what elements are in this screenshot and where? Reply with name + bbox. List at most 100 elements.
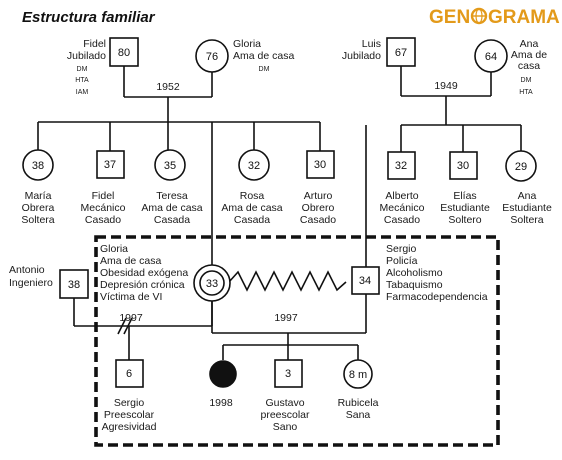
person-line: Casada [154,214,190,226]
person-line: Arturo [304,190,333,202]
person-sergio-jr: 6 Sergio Preescolar Agresividad [102,359,157,433]
person-antonio: 38 Antonio Ingeniero [9,264,89,299]
male-symbol [306,150,335,179]
person-line: Rubicela [338,397,379,409]
person-ana-jr: 29 Ana Estudiante Soltera [502,150,552,226]
age-label: 35 [164,160,176,172]
death-year: 1998 [209,397,233,409]
person-line: Depresión crónica [100,279,185,291]
person-line: Ana [518,190,537,202]
female-symbol [154,149,186,181]
condition-label: DM [521,77,532,84]
age-label: 3 [285,368,291,380]
person-line: Preescolar [104,409,155,421]
person-maria: 38 María Obrera Soltera [21,149,55,226]
male-symbol [109,37,139,67]
person-rubicela: 8 m Rubicela Sana [338,359,379,421]
person-occupation: Jubilado [67,50,106,62]
person-line: Sergio [114,397,145,409]
person-line: Casado [300,214,336,226]
person-line: Alcoholismo [386,267,443,279]
person-line: Ama de casa [141,202,202,214]
male-symbol [115,359,144,388]
person-line: Estudiante [440,202,490,214]
age-label: 32 [395,160,407,172]
union-year-fidel-gloria: 1952 [156,81,180,93]
person-line: Mecánico [380,202,425,214]
person-name: Antonio [9,264,45,276]
person-elias: 30 Elías Estudiante Soltero [440,151,490,226]
condition-label: IAM [76,89,89,96]
union-year-antonio-gloria: 1997 [119,312,143,324]
person-sergio-sr: 34 Sergio Policía Alcoholismo Tabaquismo… [351,243,488,303]
age-label: 80 [118,47,130,59]
age-label: 8 m [349,369,367,381]
person-fidel-jr: 37 Fidel Mecánico Casado [81,150,126,226]
person-line: María [25,190,52,202]
person-line: Casado [384,214,420,226]
person-line: Sergio [386,243,417,255]
person-line: Casada [234,214,270,226]
logo-text-right: GRAMA [488,7,560,28]
age-label: 32 [248,160,260,172]
condition-label: DM [77,66,88,73]
age-label: 34 [359,275,371,287]
person-name: Ana [520,38,539,50]
male-symbol [96,150,125,179]
condition-label: DM [259,66,270,73]
age-label: 30 [457,160,469,172]
person-fidel-sr: 80 Fidel Jubilado DM HTA IAM [67,37,139,96]
age-label: 76 [206,51,218,63]
person-line: Tabaquismo [386,279,443,291]
male-symbol [387,151,416,180]
person-occupation: casa [518,60,540,72]
person-line: Gustavo [265,397,304,409]
person-line: Obrero [302,202,335,214]
age-label: 33 [206,278,218,290]
person-line: Rosa [240,190,265,202]
age-label: 29 [515,161,527,173]
union-year-gloria-sergio: 1997 [274,312,298,324]
person-line: Sana [346,409,371,421]
age-label: 30 [314,159,326,171]
person-line: Soltera [21,214,54,226]
person-line: Sano [273,421,298,433]
female-symbol [195,39,229,73]
person-name: Fidel [83,38,106,50]
age-label: 37 [104,159,116,171]
age-label: 64 [485,51,497,63]
person-rosa: 32 Rosa Ama de casa Casada [221,149,283,226]
person-occupation: Ama de [511,49,547,61]
male-symbol [449,151,478,180]
person-occupation: Jubilado [342,50,381,62]
person-line: preescolar [260,409,310,421]
person-name: Gloria [233,38,261,50]
male-symbol [386,37,416,67]
person-luis: 67 Luis Jubilado [342,37,416,67]
person-gustavo: 3 Gustavo preescolar Sano [260,359,310,433]
person-alberto: 32 Alberto Mecánico Casado [380,151,425,226]
union-year-luis-ana: 1949 [434,80,458,92]
genograma-logo: GEN GRAMA [429,7,560,28]
person-line: Fidel [92,190,115,202]
person-line: Soltero [448,214,481,226]
person-line: Policía [386,255,418,267]
person-line: Elías [453,190,476,202]
person-occupation: Ingeniero [9,277,53,289]
age-label: 6 [126,368,132,380]
diagram-title: Estructura familiar [22,9,156,26]
relationship-lines [37,66,522,360]
person-line: Ama de casa [221,202,282,214]
male-symbol [351,266,380,295]
person-gloria-sr: 76 Gloria Ama de casa DM [195,38,294,73]
person-gloria-jr: 33 Gloria Ama de casa Obesidad exógena D… [100,243,231,303]
person-arturo: 30 Arturo Obrero Casado [300,150,336,226]
person-line: Farmacodependencia [386,291,488,303]
person-occupation: Ama de casa [233,50,294,62]
person-line: Obesidad exógena [100,267,188,279]
person-line: Teresa [156,190,188,202]
person-line: Ama de casa [100,255,161,267]
age-label: 67 [395,47,407,59]
female-symbol [474,39,508,73]
